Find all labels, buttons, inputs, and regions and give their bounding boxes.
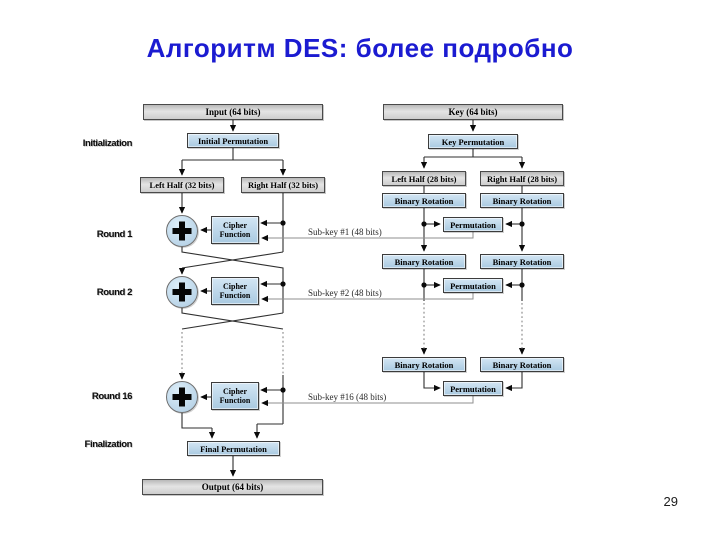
binary-rotation-right-round-2-box: Binary Rotation bbox=[480, 254, 564, 269]
stage-label-round-2: Round 2 bbox=[96, 287, 133, 298]
initial-permutation-box: Initial Permutation bbox=[187, 133, 279, 148]
binary-rotation-right-round-16-box: Binary Rotation bbox=[480, 357, 564, 372]
junction-dots bbox=[280, 220, 525, 393]
subkey-2-label: Sub-key #2 (48 bits) bbox=[308, 288, 382, 298]
xor-round-1 bbox=[166, 215, 198, 247]
binary-rotation-left-round-16-box: Binary Rotation bbox=[382, 357, 466, 372]
key-box: Key (64 bits) bbox=[383, 104, 563, 120]
final-permutation-box: Final Permutation bbox=[187, 441, 280, 456]
slide-title: Алгоритм DES: более подробно bbox=[146, 33, 574, 63]
output-box: Output (64 bits) bbox=[142, 479, 323, 495]
permutation-round-1-box: Permutation bbox=[443, 217, 503, 232]
input-box: Input (64 bits) bbox=[143, 104, 323, 120]
cipher-function-round-16-box: Cipher Function bbox=[211, 382, 259, 410]
xor-icon bbox=[172, 228, 192, 234]
key-right-half-28-box: Right Half (28 bits) bbox=[480, 171, 564, 186]
permutation-round-2-box: Permutation bbox=[443, 278, 503, 293]
xor-icon bbox=[172, 289, 192, 295]
binary-rotation-right-round-1-box: Binary Rotation bbox=[480, 193, 564, 208]
stage-label-round-1: Round 1 bbox=[96, 229, 133, 240]
subkey-16-label: Sub-key #16 (48 bits) bbox=[308, 392, 387, 402]
key-left-half-28-box: Left Half (28 bits) bbox=[382, 171, 466, 186]
binary-rotation-left-round-2-box: Binary Rotation bbox=[382, 254, 466, 269]
binary-rotation-left-round-1-box: Binary Rotation bbox=[382, 193, 466, 208]
xor-round-2 bbox=[166, 276, 198, 308]
right-half-32-box: Right Half (32 bits) bbox=[241, 177, 325, 193]
page-number: 29 bbox=[663, 494, 678, 509]
xor-icon bbox=[172, 394, 192, 400]
left-half-32-box: Left Half (32 bits) bbox=[140, 177, 224, 193]
cipher-function-round-2-box: Cipher Function bbox=[211, 277, 259, 305]
stage-label-round-16: Round 16 bbox=[91, 391, 132, 402]
permutation-round-16-box: Permutation bbox=[443, 381, 503, 396]
stage-label-initialization: Initialization bbox=[82, 138, 133, 149]
key-permutation-box: Key Permutation bbox=[428, 134, 518, 149]
xor-round-16 bbox=[166, 381, 198, 413]
subkey-1-label: Sub-key #1 (48 bits) bbox=[308, 227, 382, 237]
stage-label-finalization: Finalization bbox=[84, 439, 133, 450]
cipher-function-round-1-box: Cipher Function bbox=[211, 216, 259, 244]
